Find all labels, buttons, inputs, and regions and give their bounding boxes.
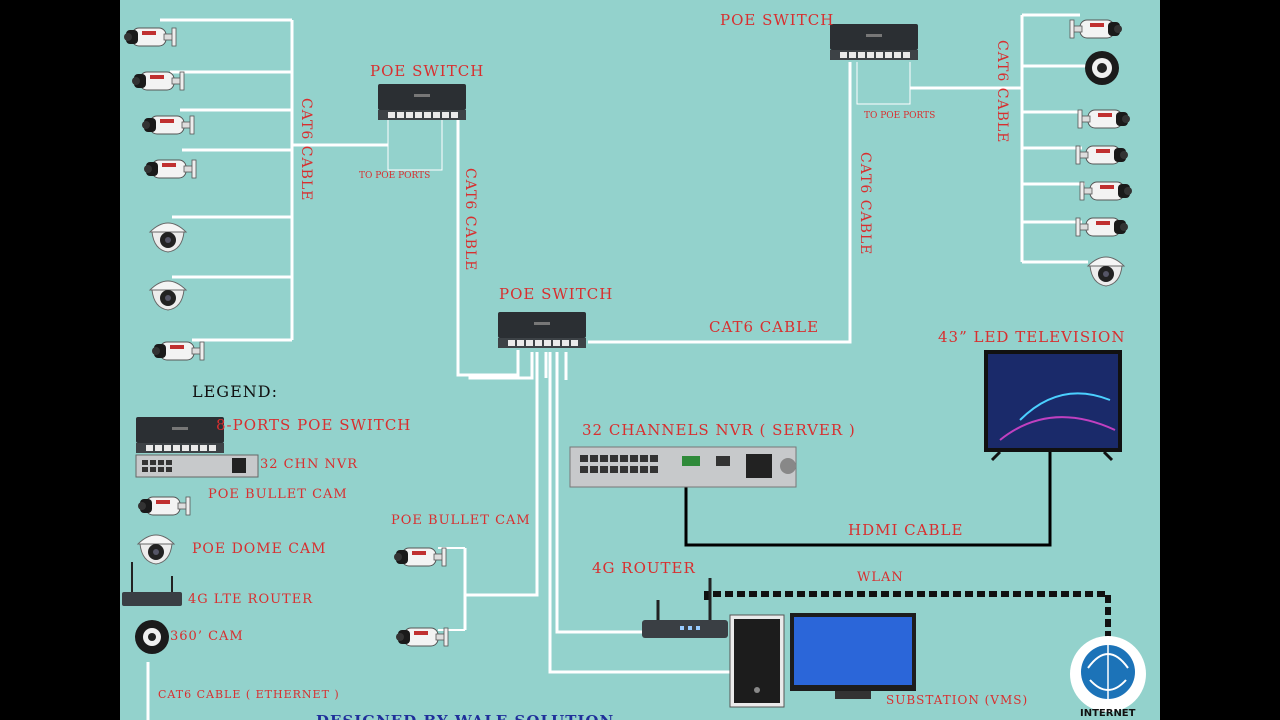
legend-bullet-icon xyxy=(137,496,191,516)
hdmi-cable xyxy=(684,452,1052,547)
left-letterbox xyxy=(0,0,120,720)
poe-switch-center-label: POE SWITCH xyxy=(499,285,614,303)
designer-credit: DESIGNED BY WALE SOLUTION xyxy=(316,712,614,720)
dome-camera-2 xyxy=(149,280,187,311)
internet-globe xyxy=(1070,636,1146,712)
bullet-camera-3 xyxy=(141,115,195,135)
4g-router xyxy=(642,578,728,638)
bullet-camera-6 xyxy=(1069,19,1123,39)
legend-item-nvr: 32 CHN NVR xyxy=(260,457,359,472)
legend-fisheye-icon xyxy=(135,620,169,654)
cat6-cable-left-label: CAT6 CABLE xyxy=(298,98,314,202)
wlan-link xyxy=(704,591,1111,640)
legend-item-router: 4G LTE ROUTER xyxy=(188,592,314,607)
legend-item-bullet: POE BULLET CAM xyxy=(208,487,348,502)
poe-switch-left xyxy=(378,84,466,120)
bullet-camera-11 xyxy=(393,547,447,567)
fisheye-camera-right xyxy=(1085,51,1119,85)
led-television xyxy=(984,350,1122,462)
cat6-cable-mid-right-label: CAT6 CABLE xyxy=(857,152,873,256)
right-camera-bus xyxy=(910,13,1095,264)
legend-title: LEGEND: xyxy=(192,382,278,401)
bullet-camera-10 xyxy=(1075,217,1129,237)
poe-switch-center xyxy=(498,312,586,348)
right-letterbox xyxy=(1160,0,1280,720)
bullet-camera-1 xyxy=(123,27,177,47)
poe-bullet-cam-label: POE BULLET CAM xyxy=(391,513,531,528)
nvr-server xyxy=(569,446,797,488)
poe-switch-right-label: POE SWITCH xyxy=(720,11,835,29)
bullet-camera-9 xyxy=(1079,181,1133,201)
substation-pc xyxy=(729,613,916,708)
dome-camera-3 xyxy=(1087,256,1125,287)
poe-switch-right xyxy=(830,24,918,60)
legend-nvr-icon xyxy=(135,454,259,478)
to-poe-ports-left-label: TO POE PORTS xyxy=(359,171,431,181)
tv-label: 43” LED TELEVISION xyxy=(938,328,1126,346)
poe-switch-right-ports xyxy=(856,62,911,105)
core-cables xyxy=(146,62,852,720)
bullet-camera-7 xyxy=(1077,109,1131,129)
cat6-cable-mid-left-label: CAT6 CABLE xyxy=(462,168,478,272)
dome-camera-1 xyxy=(149,222,187,253)
legend-switch-icon xyxy=(136,417,224,453)
cat6-cable-center-label: CAT6 CABLE xyxy=(709,318,820,336)
network-diagram: POE SWITCH POE SWITCH POE SWITCH TO POE … xyxy=(120,0,1160,720)
bullet-camera-5 xyxy=(151,341,205,361)
legend-item-dome: POE DOME CAM xyxy=(192,541,327,557)
legend-item-fisheye: 360’ CAM xyxy=(170,629,244,644)
poe-switch-left-ports xyxy=(387,117,443,171)
wlan-label: WLAN xyxy=(857,570,904,585)
to-poe-ports-right-label: TO POE PORTS xyxy=(864,111,936,121)
cat6-cable-right-label: CAT6 CABLE xyxy=(994,40,1010,144)
legend-item-cable: CAT6 CABLE ( ETHERNET ) xyxy=(158,688,340,701)
substation-label: SUBSTATION (VMS) xyxy=(886,693,1029,707)
legend-dome-icon xyxy=(137,534,175,565)
hdmi-cable-label: HDMI CABLE xyxy=(848,521,964,539)
internet-label: INTERNET xyxy=(1080,708,1136,719)
legend-item-switch: 8-PORTS POE SWITCH xyxy=(216,416,412,434)
poe-switch-left-label: POE SWITCH xyxy=(370,62,485,80)
left-camera-bus xyxy=(160,18,388,342)
bullet-camera-4 xyxy=(143,159,197,179)
legend-router-icon xyxy=(122,562,182,606)
nvr-label: 32 CHANNELS NVR ( SERVER ) xyxy=(582,421,856,439)
bullet-camera-2 xyxy=(131,71,185,91)
diagram-drawing xyxy=(122,13,1146,720)
bullet-camera-8 xyxy=(1075,145,1129,165)
4g-router-label: 4G ROUTER xyxy=(592,559,696,577)
